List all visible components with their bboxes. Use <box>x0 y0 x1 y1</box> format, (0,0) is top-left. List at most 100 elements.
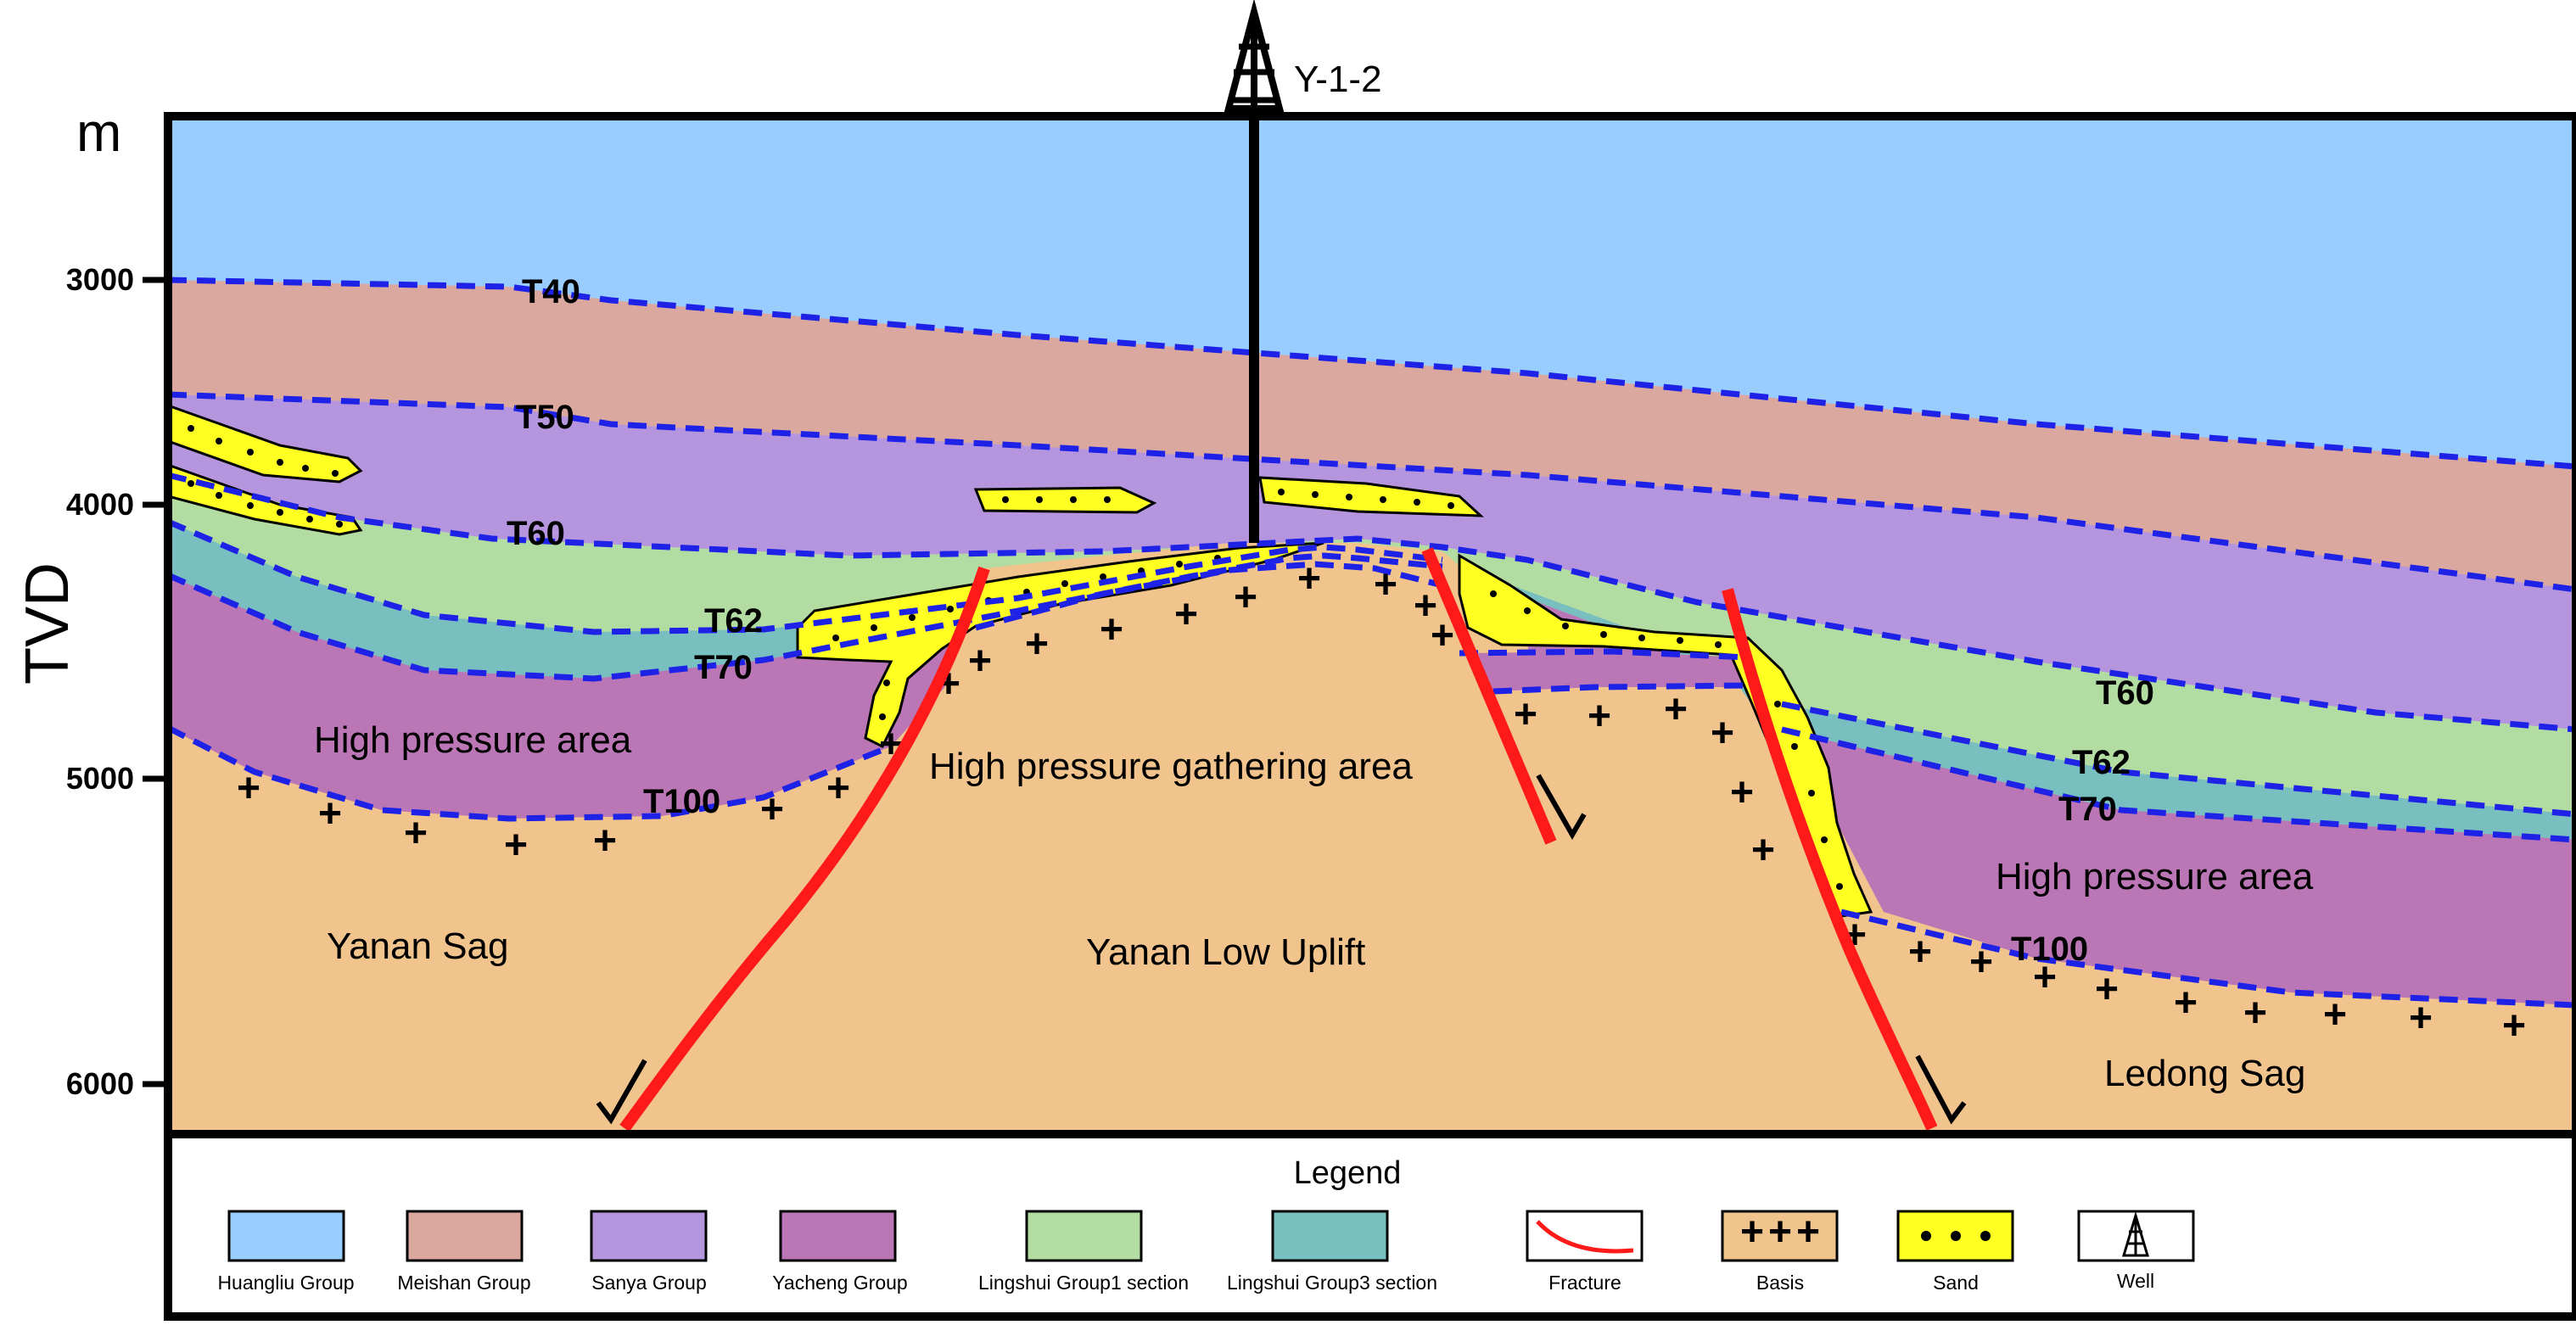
legend-title: Legend <box>1294 1155 1402 1191</box>
svg-text:+: + <box>1664 687 1688 732</box>
svg-text:+: + <box>2502 1004 2526 1048</box>
legend-label-yacheng: Yacheng Group <box>772 1272 907 1294</box>
horizon-t100-right <box>1840 908 2576 1009</box>
label-t100-left: T100 <box>643 783 720 820</box>
tick-6000: 6000 <box>66 1066 134 1101</box>
svg-text:+: + <box>318 791 342 836</box>
sand-body-mid <box>973 486 1157 514</box>
label-t50: T50 <box>516 399 574 436</box>
svg-text:+: + <box>504 823 528 868</box>
label-t100-right: T100 <box>2011 931 2088 968</box>
label-t60-right: T60 <box>2096 674 2154 712</box>
horizon-wedge-bottom <box>1492 682 1749 695</box>
svg-text:+: + <box>1297 556 1321 601</box>
svg-text:+: + <box>1740 1210 1764 1255</box>
fault-arrows <box>596 774 1967 1125</box>
swatch-basis <box>1721 1210 1839 1262</box>
arrow-middle <box>1536 774 1587 840</box>
svg-text:+: + <box>1234 575 1257 620</box>
svg-text:+: + <box>2174 981 2198 1026</box>
svg-text:+: + <box>237 766 260 811</box>
svg-text:+: + <box>1174 592 1198 637</box>
well-icon <box>2121 1210 2150 1257</box>
well-symbol <box>1224 0 1285 543</box>
legend-swatches <box>227 1210 2195 1262</box>
tick-3000: 3000 <box>66 262 134 297</box>
label-t62-right: T62 <box>2072 744 2131 781</box>
legend-label-meishan: Meishan Group <box>397 1272 530 1294</box>
svg-text:+: + <box>2323 992 2347 1037</box>
label-t70-right: T70 <box>2058 791 2117 828</box>
svg-text:+: + <box>1431 613 1454 658</box>
label-hp-gather: High pressure gathering area <box>929 746 1413 787</box>
swatch-yacheng <box>779 1210 897 1262</box>
svg-text:+: + <box>1730 770 1754 815</box>
svg-text:+: + <box>760 787 784 832</box>
svg-text:+: + <box>1374 562 1397 607</box>
horizon-wedge-top <box>1459 648 1749 661</box>
horizon-t70-right <box>1781 726 2576 843</box>
label-ledong-sag: Ledong Sag <box>2104 1053 2305 1094</box>
tick-5000: 5000 <box>66 761 134 796</box>
label-hp-left: High pressure area <box>314 719 632 761</box>
label-yanan-sag: Yanan Sag <box>327 925 508 967</box>
swatch-meishan <box>406 1210 524 1262</box>
arrow-right <box>1915 1054 1967 1125</box>
axis-unit: m <box>76 102 121 163</box>
yacheng-wedge-right <box>1464 651 1765 691</box>
tick-4000: 4000 <box>66 487 134 522</box>
svg-text:+: + <box>2243 991 2267 1036</box>
label-t62-left: T62 <box>704 602 763 640</box>
sand-body-well <box>1258 476 1484 517</box>
uplift-block <box>630 543 1951 1132</box>
svg-text:+: + <box>2095 967 2119 1012</box>
axis-ticks <box>143 277 168 1087</box>
svg-text:+: + <box>404 811 428 856</box>
legend-label-huangliu: Huangliu Group <box>217 1272 354 1294</box>
swatch-lingshui1 <box>1025 1210 1143 1262</box>
swatch-sanya <box>590 1210 708 1262</box>
label-hp-right: High pressure area <box>1996 856 2314 897</box>
svg-text:+: + <box>1100 607 1123 652</box>
legend-label-fracture: Fracture <box>1548 1272 1621 1294</box>
svg-text:+: + <box>826 766 850 811</box>
horizon-t70 <box>168 552 1443 682</box>
svg-text:+: + <box>1751 828 1775 873</box>
svg-text:+: + <box>593 819 617 864</box>
svg-text:+: + <box>1768 1210 1792 1255</box>
label-uplift: Yanan Low Uplift <box>1086 931 1365 973</box>
horizon-t100 <box>168 724 893 822</box>
svg-text:+: + <box>968 639 992 684</box>
legend-label-lingshui1: Lingshui Group1 section <box>978 1272 1189 1294</box>
basis-crosses-icon: +++ <box>1740 1210 1820 1255</box>
label-t60-left: T60 <box>507 515 565 552</box>
fault-middle <box>1421 547 1557 845</box>
horizon-t40 <box>168 277 2576 470</box>
horizon-t50 <box>168 391 2576 593</box>
horizon-uplift-top <box>975 561 1443 631</box>
horizon-t62 <box>168 518 1443 635</box>
legend-label-lingshui3: Lingshui Group3 section <box>1227 1272 1437 1294</box>
svg-text:+: + <box>1908 930 1932 975</box>
faults <box>619 547 1938 1132</box>
svg-text:+: + <box>1796 1210 1820 1255</box>
svg-text:+: + <box>1025 622 1049 667</box>
fracture-icon <box>1536 1220 1634 1254</box>
legend-label-sanya: Sanya Group <box>591 1272 707 1294</box>
svg-text:+: + <box>1711 711 1734 756</box>
svg-text:+: + <box>2409 996 2433 1041</box>
arrow-left <box>596 1059 647 1125</box>
swatch-huangliu <box>227 1210 345 1262</box>
swatch-lingshui3 <box>1271 1210 1389 1262</box>
legend-label-well: Well <box>2117 1270 2154 1292</box>
svg-text:+: + <box>1969 940 1993 985</box>
strata-layers <box>168 116 2576 1132</box>
label-t70-left: T70 <box>694 649 753 686</box>
svg-text:+: + <box>1588 694 1611 739</box>
svg-text:+: + <box>1514 692 1537 737</box>
svg-text:+: + <box>1414 584 1437 629</box>
horizon-t60 <box>168 472 2576 733</box>
sand-dots-icon <box>1921 1231 1991 1241</box>
legend-label-basis: Basis <box>1756 1272 1804 1294</box>
sand-dots <box>188 425 1843 890</box>
